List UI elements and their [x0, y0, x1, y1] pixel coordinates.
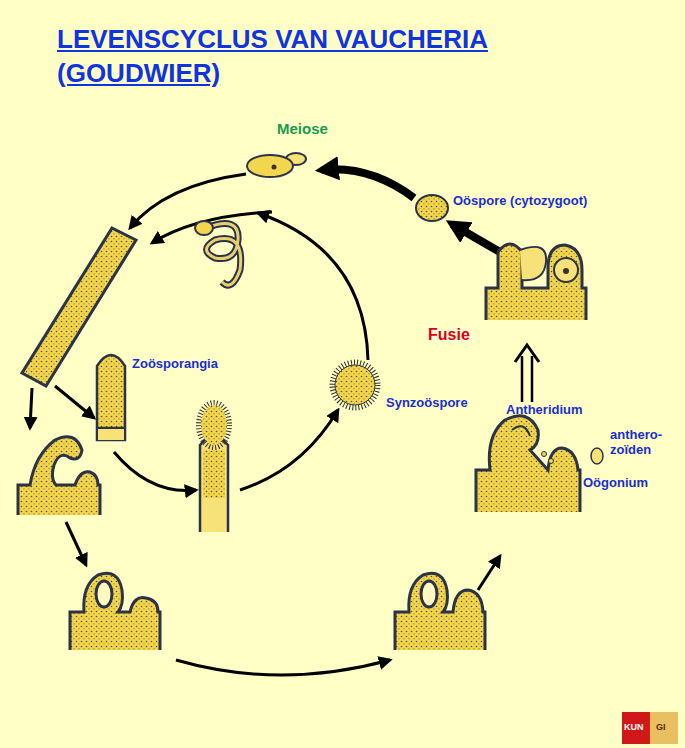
developing-gametangia — [70, 573, 160, 650]
logo-mark — [622, 712, 650, 744]
process-label: Meiose — [277, 120, 328, 137]
antheridium-oogonium — [476, 416, 603, 512]
stage-label: Synzoöspore — [386, 396, 468, 411]
zoospore-release — [199, 403, 229, 532]
stage-label: anthero- zoïden — [610, 428, 672, 458]
stage-label: Antheridium — [506, 403, 583, 418]
synzoospore — [333, 363, 377, 407]
stage-label: Oögonium — [583, 476, 648, 491]
logo-text: KUN — [624, 722, 644, 732]
young-branch — [18, 437, 100, 515]
developing-gametangia — [395, 573, 485, 650]
oospore — [416, 195, 448, 221]
stage-label: Zoösporangia — [132, 357, 218, 372]
process-label: Fusie — [428, 326, 470, 344]
title: LEVENSCYCLUS VAN VAUCHERIA (GOUDWIER) — [57, 22, 597, 90]
germinating-spore — [247, 153, 306, 177]
germling — [195, 221, 241, 285]
fertilization — [486, 244, 586, 320]
zoosporangium — [97, 355, 125, 440]
logo-text: GI — [656, 722, 666, 732]
logo-mark — [650, 712, 678, 744]
stage-label: Oöspore (cytozygoot) — [453, 194, 587, 209]
